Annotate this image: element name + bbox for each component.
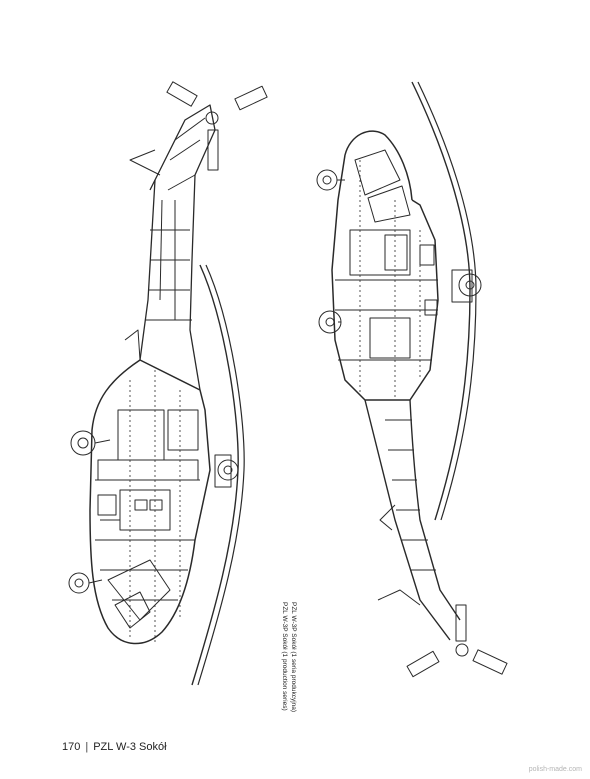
footer-separator: | <box>85 741 89 753</box>
tail-rotor-left <box>166 81 268 171</box>
helicopter-left-view <box>68 81 268 686</box>
caption-line-english: PZL W-3P Sokół (1 production series) <box>281 602 288 711</box>
page-number: 170 <box>62 741 81 753</box>
watermark: polish-made.com <box>528 766 582 773</box>
tail-rotor-right <box>406 604 508 678</box>
book-title: PZL W-3 Sokół <box>93 741 167 753</box>
page-footer: 170 | PZL W-3 Sokół <box>62 741 167 753</box>
caption-line-polish: PZL W-3P Sokół (1 seria produkcyjna) <box>290 602 297 713</box>
helicopter-right-view <box>316 81 508 678</box>
drawing-caption: PZL W-3P Sokół (1 seria produkcyjna) PZL… <box>280 602 298 712</box>
